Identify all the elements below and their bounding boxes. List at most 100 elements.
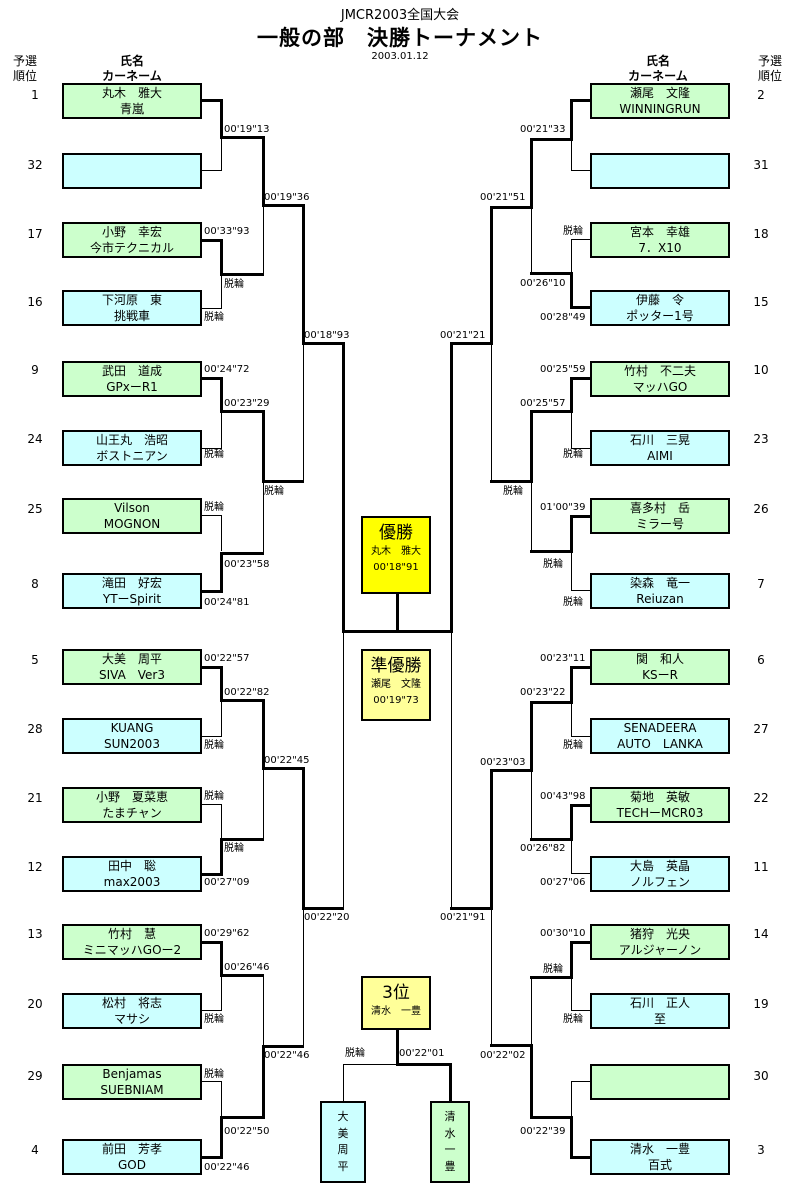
driver-name: 喜多村 岳 xyxy=(629,501,690,515)
entry-box: 山王丸 浩昭ボストニアン xyxy=(62,430,202,466)
lap-time: 00'23"29 xyxy=(224,398,270,409)
driver-name: 田中 聡 xyxy=(107,859,156,873)
third-match-left-player: 大 美 周 平 xyxy=(320,1101,366,1183)
driver-name: 石川 三晃 xyxy=(629,433,690,447)
driver-name: 清水 一豊 xyxy=(629,1142,690,1156)
driver-name: 丸木 雅大 xyxy=(101,86,162,100)
derail-label: 脱輪 xyxy=(563,449,583,460)
car-name: ミニマッハGOー2 xyxy=(82,943,182,957)
entry-box: 石川 正人至 xyxy=(590,993,730,1029)
lap-time: 00'26"10 xyxy=(520,278,566,289)
car-name: 百式 xyxy=(647,1158,672,1172)
lap-time: 00'22"57 xyxy=(204,653,250,664)
lap-time: 00'25"59 xyxy=(540,364,586,375)
seed-number: 12 xyxy=(27,860,43,874)
car-name: SIVA Ver3 xyxy=(98,668,166,682)
final-connector xyxy=(396,594,399,633)
name-header-line1: 氏名 xyxy=(119,54,144,68)
car-name: AUTO LANKA xyxy=(617,737,703,751)
entry-box: 丸木 雅大青嵐 xyxy=(62,83,202,119)
seed-number: 32 xyxy=(27,158,43,172)
name-header-line1: 氏名 xyxy=(645,54,670,68)
seed-header-line1: 予選 xyxy=(12,54,37,68)
car-name: Reiuzan xyxy=(636,592,684,606)
seed-number: 20 xyxy=(27,997,43,1011)
driver-name: 前田 芳孝 xyxy=(101,1142,162,1156)
driver-name: 小野 夏菜恵 xyxy=(95,790,168,804)
runner-up-title: 準優勝 xyxy=(370,656,422,676)
seed-header-line2: 順位 xyxy=(12,69,37,83)
derail-label: 脱輪 xyxy=(543,559,563,570)
car-name: max2003 xyxy=(103,875,161,889)
car-name: マサシ xyxy=(113,1012,150,1026)
driver-name: 猪狩 光央 xyxy=(629,927,690,941)
derail-label: 脱輪 xyxy=(563,740,583,751)
car-name: たまチャン xyxy=(102,806,162,820)
player-char: 大 xyxy=(337,1110,349,1124)
champion-time: 00'18"91 xyxy=(373,562,419,573)
seed-number: 26 xyxy=(753,502,769,516)
third-place-title: 3位 xyxy=(382,983,410,1003)
derail-label: 脱輪 xyxy=(563,597,583,608)
lap-time: 00'26"82 xyxy=(520,843,566,854)
third-place-name: 清水 一豊 xyxy=(371,1006,421,1017)
lap-time: 00'19"36 xyxy=(264,192,310,203)
seed-number: 14 xyxy=(753,927,769,941)
seed-number: 15 xyxy=(753,295,769,309)
lap-time: 00'21"33 xyxy=(520,124,566,135)
seed-number: 1 xyxy=(31,88,39,102)
car-name: AIMI xyxy=(647,449,673,463)
lap-time: 00'26"46 xyxy=(224,962,270,973)
seed-number: 13 xyxy=(27,927,43,941)
seed-number: 11 xyxy=(753,860,769,874)
lap-time: 00'23"03 xyxy=(480,757,526,768)
name-header-line2: カーネーム xyxy=(628,69,688,83)
player-char: 豊 xyxy=(444,1159,456,1173)
seed-number: 30 xyxy=(753,1069,769,1083)
lap-time: 00'23"58 xyxy=(224,559,270,570)
car-name: ミラー号 xyxy=(635,517,684,531)
derail-label: 脱輪 xyxy=(563,1014,583,1025)
lap-time: 00'22"46 xyxy=(264,1050,310,1061)
driver-name: 竹村 不二夫 xyxy=(623,364,696,378)
derail-label: 脱輪 xyxy=(543,964,563,975)
entry-box: 田中 聡 max2003 xyxy=(62,856,202,892)
seed-number: 7 xyxy=(757,577,765,591)
seed-number: 23 xyxy=(753,432,769,446)
driver-name: 滝田 好宏 xyxy=(101,576,162,590)
seed-number: 25 xyxy=(27,502,43,516)
car-name: TECHーMCR03 xyxy=(616,806,704,820)
lap-time: 00'43"98 xyxy=(540,791,586,802)
runner-up-time: 00'19"73 xyxy=(373,695,419,706)
lap-time: 00'22"50 xyxy=(224,1126,270,1137)
champion-box: 優勝 丸木 雅大 00'18"91 xyxy=(361,516,431,594)
driver-name: Benjamas xyxy=(102,1067,162,1081)
seed-number: 9 xyxy=(31,363,39,377)
driver-name: Vilson xyxy=(114,501,150,515)
event-date: 2003.01.12 xyxy=(371,51,429,62)
car-name: YTーSpirit xyxy=(102,592,162,606)
entry-box: 石川 三晃 AIMI xyxy=(590,430,730,466)
lap-time: 00'21"91 xyxy=(440,912,486,923)
lap-time: 00'21"51 xyxy=(480,192,526,203)
derail-label: 脱輪 xyxy=(224,843,244,854)
champion-title: 優勝 xyxy=(379,523,413,543)
lap-time: 00'24"72 xyxy=(204,364,250,375)
lap-time: 00'21"21 xyxy=(440,330,486,341)
driver-name: 関 和人 xyxy=(635,652,684,666)
lap-time: 00'27"09 xyxy=(204,877,250,888)
lap-time: 00'22"01 xyxy=(399,1048,445,1059)
entry-box: 竹村 不二夫マッハGO xyxy=(590,361,730,397)
entry-box xyxy=(590,1064,730,1100)
entry-box: 竹村 慧ミニマッハGOー2 xyxy=(62,924,202,960)
driver-name: 瀬尾 文隆 xyxy=(629,86,690,100)
left-seed-header: 予選 順位 xyxy=(8,54,42,84)
car-name: KSーR xyxy=(642,668,678,682)
derail-label: 脱輪 xyxy=(204,1014,224,1025)
